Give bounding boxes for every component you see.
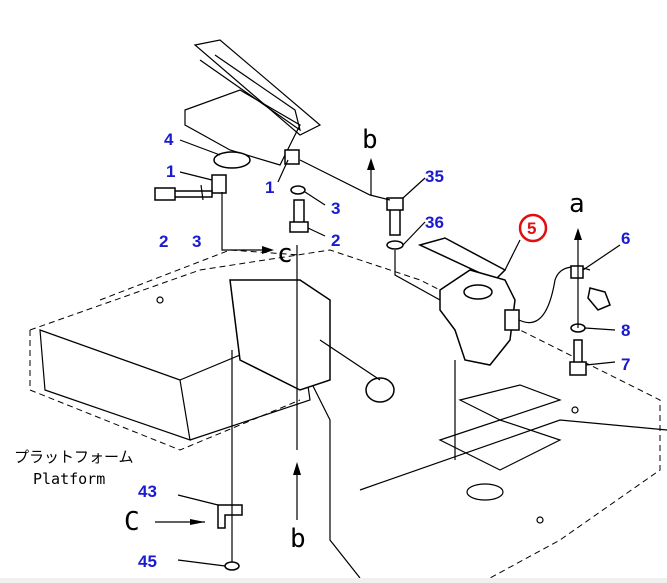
clamp-part-1b xyxy=(284,149,300,165)
view-letter-c: C xyxy=(124,507,140,537)
grommet-part-4 xyxy=(213,151,251,169)
washer-part-3a xyxy=(200,184,204,201)
bolt-part-7 xyxy=(569,339,587,376)
callout-3[interactable]: 3 xyxy=(192,232,201,251)
callout-8[interactable]: 8 xyxy=(621,321,630,340)
platform-label-en: Platform xyxy=(33,470,105,488)
view-letter-b: b xyxy=(362,125,378,155)
callout-2[interactable]: 2 xyxy=(331,231,340,250)
callout-35[interactable]: 35 xyxy=(425,167,444,186)
platform-label-jp: プラットフォーム xyxy=(14,448,134,466)
arrow-up-icon xyxy=(574,228,582,240)
callout-1[interactable]: 1 xyxy=(166,162,175,181)
callout-45[interactable]: 45 xyxy=(138,552,157,571)
bolt-part-2b xyxy=(289,199,309,233)
view-arrows xyxy=(190,158,582,525)
arrow-right-icon xyxy=(262,246,274,254)
arrow-right-icon xyxy=(190,519,205,525)
callout-36[interactable]: 36 xyxy=(425,213,444,232)
washer-part-3b xyxy=(290,185,306,195)
highlight-circle xyxy=(518,213,548,243)
bolt-part-35 xyxy=(386,197,404,236)
view-letter-b: b xyxy=(290,524,306,554)
callout-6[interactable]: 6 xyxy=(621,229,630,248)
clamp-part-6 xyxy=(570,265,584,279)
callout-4[interactable]: 4 xyxy=(164,130,174,149)
connector xyxy=(587,287,611,311)
washer-part-36 xyxy=(386,240,404,250)
washer-part-45 xyxy=(224,561,240,571)
callout-43[interactable]: 43 xyxy=(138,482,157,501)
callout-1[interactable]: 1 xyxy=(265,178,274,197)
arrow-up-icon xyxy=(367,158,375,170)
pedal-part-5 xyxy=(417,237,520,366)
platform-frame xyxy=(29,249,667,579)
bottom-strip xyxy=(0,578,667,583)
callout-3[interactable]: 3 xyxy=(331,199,340,218)
callout-7[interactable]: 7 xyxy=(621,355,630,374)
bracket-part-43 xyxy=(217,504,243,529)
pedal-assembly xyxy=(184,39,395,403)
view-letter-c: c xyxy=(277,239,293,269)
clamp-part-1a xyxy=(211,174,227,194)
callout-2[interactable]: 2 xyxy=(159,232,168,251)
callout-5[interactable]: 5 xyxy=(527,219,536,238)
arrow-up-icon xyxy=(293,462,301,475)
bolt-part-2a xyxy=(154,187,213,201)
view-letter-a: a xyxy=(569,189,585,219)
